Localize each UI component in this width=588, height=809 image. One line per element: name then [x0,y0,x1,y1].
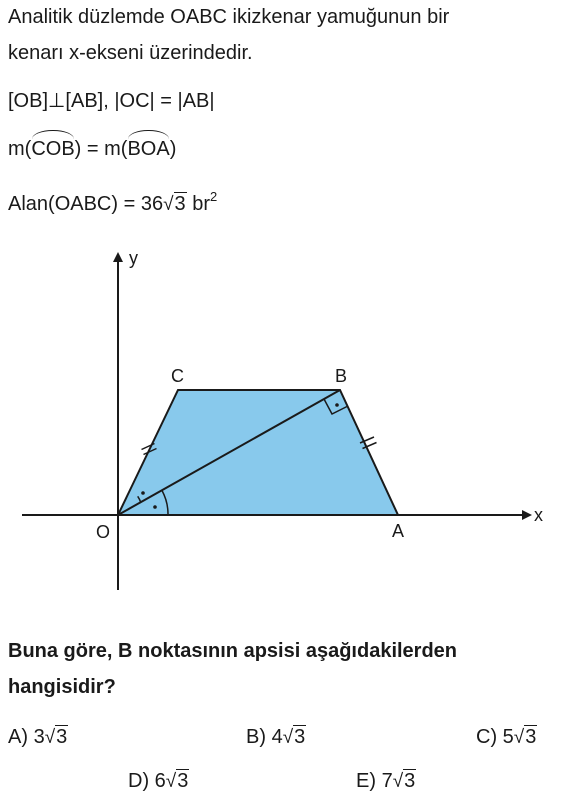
option-b-coef: 4 [271,726,283,748]
option-e-letter: E) [356,770,376,792]
option-d-sqrt: √3 [165,769,190,792]
option-c-coef: 5 [502,726,514,748]
angle-cob-label: COB [31,138,75,160]
option-b-letter: B) [246,726,266,748]
question-line-2: hangisidir? [8,676,116,698]
option-e-sqrt: √3 [392,769,417,792]
label-b: B [335,366,347,386]
label-x: x [534,505,543,525]
angle-cob: COB [31,130,75,164]
label-o: O [96,522,110,542]
angle-boa: BOA [127,130,170,164]
option-b-sqrt: √3 [282,725,307,748]
option-e-radicand: 3 [403,769,417,792]
option-c-sqrt: √3 [513,725,538,748]
given-area-prefix: Alan(OABC) = 36 [8,193,164,215]
trapezoid-figure: y x O A B C [22,248,543,590]
angle-arc-cob [137,495,142,503]
label-a: A [392,521,404,541]
option-d-radicand: 3 [176,769,190,792]
given-area-radicand: 3 [173,192,187,215]
trapezoid-oabc [116,389,400,516]
given-area-unit: br [186,193,210,215]
angle-dot-cob [141,491,145,495]
sqrt-symbol: √3 [163,192,187,215]
option-d-coef: 6 [154,770,166,792]
question-line-1: Buna göre, B noktasının apsisi aşağıdaki… [8,640,458,662]
problem-line-2: kenarı x-ekseni üzerindedir. [8,42,253,64]
angle-arc-boa [161,490,169,516]
option-c-radicand: 3 [524,725,538,748]
right-angle-dot [335,403,339,407]
problem-line-1: Analitik düzlemde OABC ikizkenar yamuğun… [8,6,450,28]
angle-dot-boa [153,505,157,509]
given-perpendicular: [OB]⊥[AB], |OC| = |AB| [8,90,215,112]
option-b[interactable]: B) 4√3 [246,722,307,753]
tick-marks-oc [141,442,157,456]
option-c[interactable]: C) 5√3 [476,722,538,753]
option-c-letter: C) [476,726,498,748]
tick-marks-ab [359,436,377,450]
angle-boa-label: BOA [127,138,170,160]
given-area-exponent: 2 [209,189,218,204]
option-b-radicand: 3 [293,725,307,748]
option-d[interactable]: D) 6√3 [128,766,190,797]
option-a-letter: A) [8,726,28,748]
label-y: y [129,248,138,268]
option-e-coef: 7 [381,770,393,792]
option-a[interactable]: A) 3√3 [8,722,69,753]
label-c: C [171,366,184,386]
given-angles-prefix: m( [8,138,32,160]
given-angles-middle: ) = m( [74,138,128,160]
right-angle-mark [323,398,349,415]
given-area: Alan(OABC) = 36√3 br2 [8,182,217,220]
given-angles-suffix: ) [169,138,177,160]
option-a-radicand: 3 [55,725,69,748]
option-e[interactable]: E) 7√3 [356,766,417,797]
option-d-letter: D) [128,770,150,792]
option-a-coef: 3 [33,726,45,748]
option-a-sqrt: √3 [44,725,69,748]
segment-ob [117,389,341,516]
given-angles: m(COB) = m(BOA) [8,130,177,164]
